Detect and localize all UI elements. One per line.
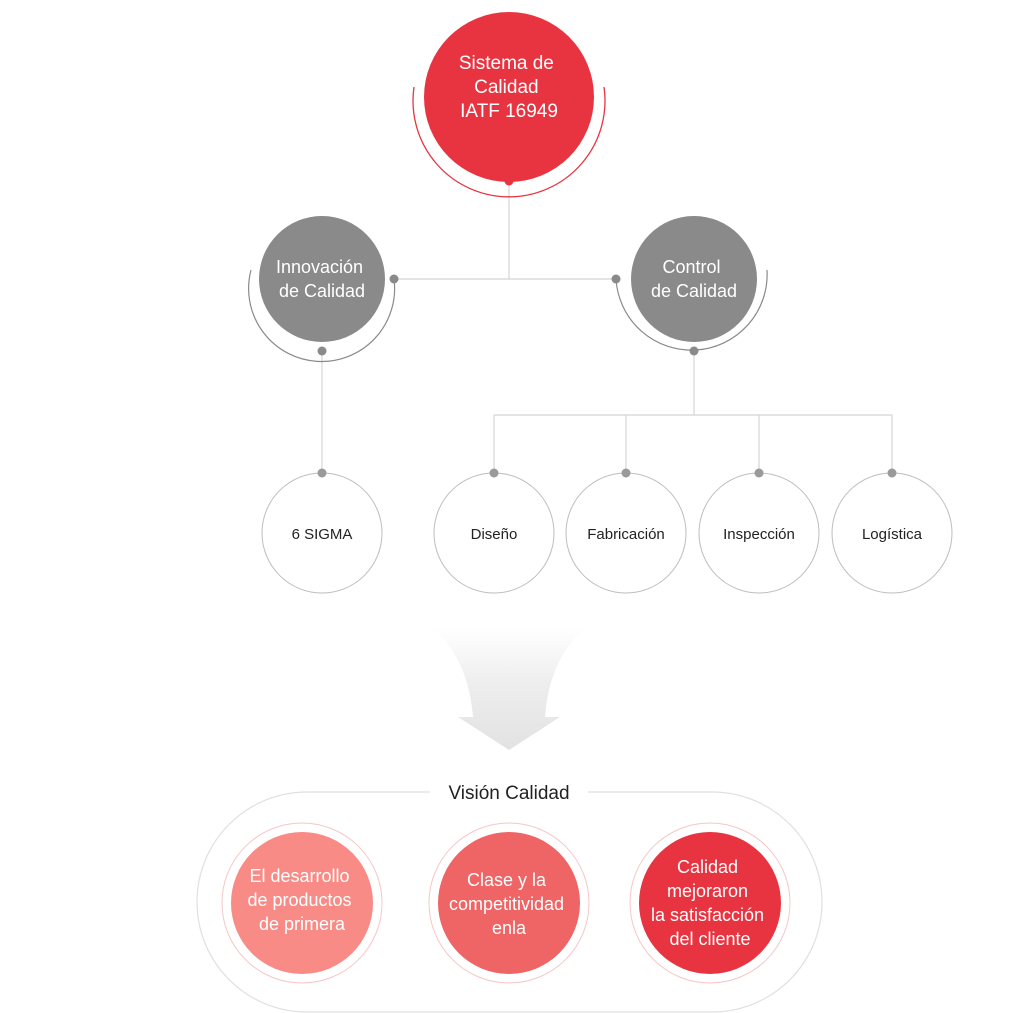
control-label-line-1: Control <box>662 257 720 277</box>
leaf-dot <box>887 468 897 478</box>
leaf-label: Diseño <box>471 526 518 543</box>
vision-item-1-line-3: de primera <box>259 914 346 934</box>
branch-node-innovacion: Innovación de Calidad <box>248 216 399 363</box>
vision-item-1: El desarrollo de productos de primera <box>221 822 383 984</box>
vision-item-3-line-4: del cliente <box>669 929 750 949</box>
leaf-label: 6 SIGMA <box>292 526 353 543</box>
control-circle <box>631 216 757 342</box>
vision-item-2: Clase y la competitividad enla <box>428 822 590 984</box>
control-label-line-2: de Calidad <box>651 281 737 301</box>
leaf-dot <box>317 468 327 478</box>
vision-item-1-line-2: de productos <box>247 890 351 910</box>
leaf-label: Fabricación <box>587 526 665 543</box>
down-arrow-icon <box>432 628 585 750</box>
control-bottom-dot <box>689 346 699 356</box>
root-label-line-1: Sistema de <box>459 53 554 74</box>
vision-item-2-line-2: competitividad <box>449 894 564 914</box>
leaf-dot <box>621 468 631 478</box>
leaf-node-logistica: Logística <box>831 468 953 594</box>
leaf-node-fabricacion: Fabricación <box>565 468 687 594</box>
root-circle <box>424 12 594 182</box>
leaf-dot <box>754 468 764 478</box>
vision-item-circle <box>639 832 781 974</box>
svg-text:Clase y la competitivi: Clase y la competitividad enla <box>449 870 569 938</box>
svg-text:El desarrollo de produ: El desarrollo de productos de primera <box>247 866 356 934</box>
branch-node-control: Control de Calidad <box>611 216 768 356</box>
connector-lines <box>321 181 893 473</box>
root-label-line-2: Calidad <box>474 77 538 98</box>
svg-text:Innovación de Calidad: Innovación de Calidad <box>276 257 368 301</box>
leaf-node-diseno: Diseño <box>433 468 555 594</box>
vision-item-circle <box>438 832 580 974</box>
svg-text:Sistema de Calidad: Sistema de Calidad IATF 16949 <box>459 53 559 122</box>
svg-text:Calidad mejoraron: Calidad mejoraron la satisfacción del cl… <box>651 857 769 949</box>
root-arc <box>412 86 606 198</box>
innovacion-side-dot <box>389 274 399 284</box>
vision-title-mask <box>430 780 588 804</box>
svg-text:Control de Calidad: Control de Calidad <box>651 257 737 301</box>
vision-item-2-line-1: Clase y la <box>467 870 547 890</box>
root-dot <box>504 176 514 186</box>
vision-item-3-line-1: Calidad <box>677 857 738 877</box>
root-label-line-3: IATF 16949 <box>460 101 558 122</box>
leaf-dot <box>489 468 499 478</box>
leaf-node-inspeccion: Inspección <box>698 468 820 594</box>
leaf-node-6-sigma: 6 SIGMA <box>261 468 383 594</box>
innovacion-arc <box>248 269 396 363</box>
vision-item-3: Calidad mejoraron la satisfacción del cl… <box>629 822 791 984</box>
vision-item-circle <box>231 832 373 974</box>
vision-item-1-line-1: El desarrollo <box>249 866 349 886</box>
vision-item-3-line-3: la satisfacción <box>651 905 764 925</box>
innovacion-label-line-2: de Calidad <box>279 281 365 301</box>
vision-item-3-line-2: mejoraron <box>667 881 748 901</box>
vision-title: Visión Calidad <box>448 783 569 804</box>
root-node: Sistema de Calidad IATF 16949 <box>412 12 606 198</box>
vision-item-2-line-3: enla <box>492 918 527 938</box>
innovacion-bottom-dot <box>317 346 327 356</box>
innovacion-label-line-1: Innovación <box>276 257 363 277</box>
leaf-label: Inspección <box>723 526 795 543</box>
innovacion-circle <box>259 216 385 342</box>
leaf-label: Logística <box>862 526 923 543</box>
vision-group: Visión Calidad El desarrollo de producto… <box>196 780 823 1013</box>
control-side-dot <box>611 274 621 284</box>
